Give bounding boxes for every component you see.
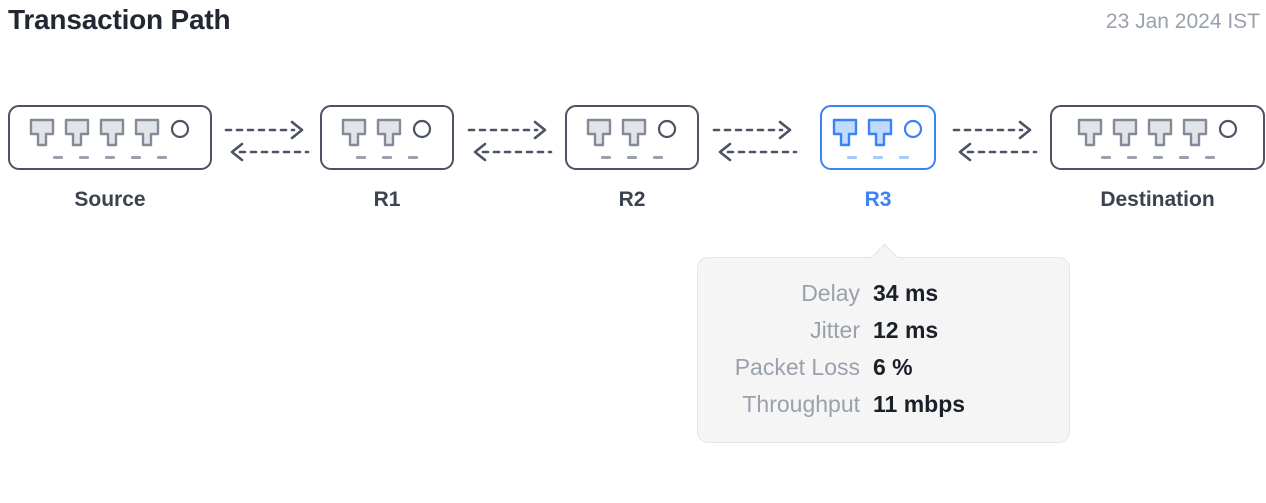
arrow-left-dashed-icon: [958, 142, 1038, 162]
path-node-label-source: Source: [74, 188, 146, 211]
metric-label: Throughput: [742, 391, 860, 417]
node-ports: [822, 118, 934, 150]
path-link-r3-to-destination: [950, 105, 1040, 170]
node-indicators: [567, 156, 697, 159]
path-link-source-to-r1: [222, 105, 312, 170]
port-indicator-dash-icon: [131, 156, 141, 159]
port-indicator-dash-icon: [601, 156, 611, 159]
port-indicator-dash-icon: [627, 156, 637, 159]
ethernet-port-icon: [341, 118, 367, 147]
path-node-label-r1: R1: [373, 188, 401, 211]
port-indicator-dash-icon: [653, 156, 663, 159]
status-led-icon: [412, 119, 432, 139]
node-indicators: [822, 156, 934, 159]
metric-row: Packet Loss 6 %: [698, 354, 1069, 381]
arrow-left-dashed-icon: [230, 142, 310, 162]
ethernet-port-icon: [64, 118, 90, 147]
path-node-label-r3: R3: [864, 188, 892, 211]
ethernet-port-icon: [1182, 118, 1207, 147]
link-source-r1: [224, 120, 310, 162]
ethernet-port-icon: [1147, 118, 1172, 147]
path-link-r1-to-r2: [465, 105, 555, 170]
node-ports: [567, 118, 697, 150]
ethernet-port-icon: [832, 118, 858, 147]
status-led-icon: [657, 119, 677, 139]
node-ports: [10, 118, 210, 150]
metric-row: Jitter 12 ms: [698, 317, 1069, 344]
metric-label: Delay: [801, 280, 860, 306]
port-indicator-dash-icon: [53, 156, 63, 159]
network-switch-icon[interactable]: [1050, 105, 1265, 170]
port-indicator-dash-icon: [1152, 156, 1163, 159]
path-link-r2-to-r3: [710, 105, 800, 170]
port-indicator-dash-icon: [1100, 156, 1111, 159]
node-indicators: [322, 156, 452, 159]
status-led-icon: [903, 119, 923, 139]
metric-row: Delay 34 ms: [698, 280, 1069, 307]
ethernet-port-icon: [99, 118, 125, 147]
ethernet-port-icon: [867, 118, 893, 147]
port-indicator-dash-icon: [157, 156, 167, 159]
metric-row: Throughput 11 mbps: [698, 391, 1069, 418]
router-icon[interactable]: [320, 105, 454, 170]
link-r2-r3: [712, 120, 798, 162]
metric-value: 34 ms: [873, 280, 939, 306]
metric-label: Jitter: [810, 317, 860, 343]
arrow-right-dashed-icon: [712, 120, 792, 140]
ethernet-port-icon: [134, 118, 160, 147]
arrow-left-dashed-icon: [718, 142, 798, 162]
port-indicator-dash-icon: [847, 156, 857, 159]
metric-value: 11 mbps: [873, 391, 966, 417]
ethernet-port-icon: [1112, 118, 1137, 147]
path-node-r2[interactable]: R2: [565, 105, 699, 211]
metric-value: 12 ms: [873, 317, 939, 343]
ethernet-port-icon: [376, 118, 402, 147]
port-indicator-dash-icon: [873, 156, 883, 159]
path-node-label-destination: Destination: [1100, 188, 1215, 211]
port-indicator-dash-icon: [1126, 156, 1137, 159]
port-indicator-dash-icon: [899, 156, 909, 159]
ethernet-port-icon: [1077, 118, 1102, 147]
tooltip-pointer-icon: [870, 244, 898, 258]
link-r1-r2: [467, 120, 553, 162]
path-node-r3[interactable]: R3: [820, 105, 936, 211]
timestamp-label: 23 Jan 2024 IST: [1105, 10, 1260, 33]
node-ports: [1052, 118, 1263, 150]
node-indicators: [10, 156, 210, 159]
ethernet-port-icon: [586, 118, 612, 147]
path-node-destination[interactable]: Destination: [1050, 105, 1265, 211]
status-led-icon: [170, 119, 190, 139]
arrow-right-dashed-icon: [467, 120, 547, 140]
node-indicators: [1052, 156, 1263, 159]
page-title: Transaction Path: [8, 4, 231, 35]
port-indicator-dash-icon: [105, 156, 115, 159]
ethernet-port-icon: [621, 118, 647, 147]
port-indicator-dash-icon: [408, 156, 418, 159]
status-led-icon: [1218, 119, 1237, 139]
router-icon[interactable]: [820, 105, 936, 170]
metric-value: 6 %: [873, 354, 913, 380]
metric-label: Packet Loss: [734, 354, 860, 380]
path-node-r1[interactable]: R1: [320, 105, 454, 211]
router-icon[interactable]: [565, 105, 699, 170]
node-ports: [322, 118, 452, 150]
path-node-label-r2: R2: [618, 188, 646, 211]
network-switch-icon[interactable]: [8, 105, 212, 170]
metrics-list: Delay 34 ms Jitter 12 ms Packet Loss 6 % Throu…: [698, 280, 1069, 418]
arrow-right-dashed-icon: [952, 120, 1032, 140]
arrow-left-dashed-icon: [473, 142, 553, 162]
ethernet-port-icon: [29, 118, 55, 147]
transaction-path-diagram: Source R1 R2 R3 Destination: [0, 105, 1266, 225]
port-indicator-dash-icon: [1178, 156, 1189, 159]
page-header: Transaction Path 23 Jan 2024 IST: [0, 0, 1266, 56]
port-indicator-dash-icon: [356, 156, 366, 159]
arrow-right-dashed-icon: [224, 120, 304, 140]
port-indicator-dash-icon: [382, 156, 392, 159]
metrics-tooltip: Delay 34 ms Jitter 12 ms Packet Loss 6 % Throu…: [697, 257, 1070, 443]
link-r3-destination: [952, 120, 1038, 162]
port-indicator-dash-icon: [79, 156, 89, 159]
port-indicator-dash-icon: [1204, 156, 1215, 159]
path-node-source[interactable]: Source: [8, 105, 212, 211]
